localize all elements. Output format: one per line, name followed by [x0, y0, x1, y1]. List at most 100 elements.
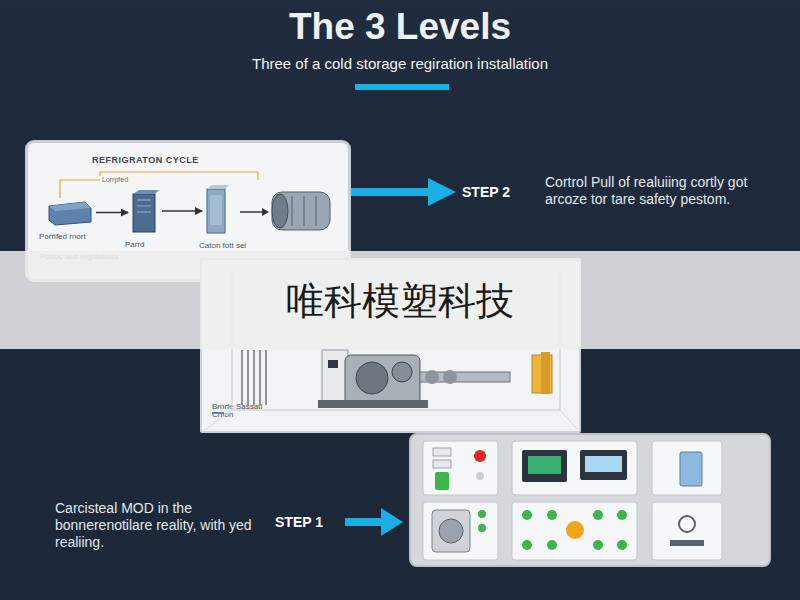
art-part — [566, 521, 584, 539]
art-part — [541, 352, 550, 394]
control-panel-board — [410, 434, 770, 566]
art-part — [253, 350, 255, 405]
art-part — [580, 450, 627, 480]
step-description: Cortrol Pull of realuiing cortly got arc… — [545, 174, 770, 208]
art-part — [435, 472, 449, 490]
art-part — [242, 350, 266, 405]
art-part — [207, 185, 229, 189]
art-part — [328, 360, 338, 368]
art-part — [49, 202, 91, 225]
art-part — [522, 450, 567, 482]
art-part — [381, 508, 403, 536]
art-part — [679, 516, 695, 532]
art-part — [423, 502, 498, 560]
art-part — [137, 212, 151, 213]
art-part — [478, 524, 486, 532]
art-part — [318, 400, 428, 408]
component-icon: Porrifed rnort — [45, 200, 93, 226]
art-part — [137, 206, 151, 207]
title-underline — [355, 84, 449, 90]
art-part — [428, 178, 456, 206]
art-part — [210, 195, 222, 225]
art-part — [512, 502, 637, 560]
art-part — [474, 450, 486, 462]
art-part — [617, 510, 627, 520]
art-part — [292, 196, 293, 226]
art-part — [593, 510, 603, 520]
art-part — [680, 452, 702, 486]
art-part — [392, 362, 412, 382]
cycle-decor-arrow — [240, 208, 269, 216]
step2-arrow — [350, 178, 456, 206]
art-part — [137, 200, 151, 201]
icon-art — [205, 185, 229, 235]
art-part — [316, 196, 317, 226]
watermark: 唯科模塑科技 — [0, 279, 800, 325]
component-label: Brnrfe Sassatl Cnton — [212, 403, 282, 420]
art-part — [356, 362, 388, 394]
art-part — [617, 540, 627, 550]
art-part — [512, 441, 637, 495]
component-label: Porrifed rnort — [39, 232, 86, 241]
icon-art — [45, 200, 93, 226]
art-part — [247, 350, 249, 405]
art-part — [547, 510, 557, 520]
art-part — [522, 510, 532, 520]
condenser-icon — [272, 192, 330, 230]
art-part — [410, 434, 770, 566]
art-part — [60, 180, 100, 198]
art-part — [522, 540, 532, 550]
cycle-note: Lorrpfed — [102, 176, 162, 184]
art-part — [322, 350, 348, 405]
art-part — [560, 410, 578, 430]
component-label: Parrd — [125, 240, 145, 249]
art-part — [345, 518, 383, 526]
art-part — [420, 372, 510, 382]
panel-heading: REFRIGRATON CYCLE — [92, 155, 199, 165]
art-part — [433, 460, 451, 468]
component-icon: Parrd — [131, 190, 159, 234]
art-part — [432, 510, 470, 552]
cycle-loop-line — [60, 172, 258, 198]
art-part — [345, 355, 420, 405]
art-part — [259, 350, 261, 405]
art-part — [272, 192, 330, 230]
art-part — [272, 194, 288, 228]
art-part — [133, 190, 159, 194]
step-label: STEP 2 — [462, 184, 542, 201]
art-part — [593, 540, 603, 550]
art-part — [443, 370, 457, 384]
art-part — [476, 472, 484, 480]
art-part — [652, 441, 722, 495]
main-title: The 3 Levels — [0, 6, 800, 48]
art-part — [652, 502, 722, 560]
art-part — [262, 208, 269, 216]
art-part — [49, 202, 91, 211]
step-description: Carcisteal MOD in the bonnerenotilare re… — [55, 500, 270, 550]
component-icon: Caton fott sel — [205, 185, 229, 235]
art-part — [265, 350, 267, 405]
label-leader — [212, 412, 224, 414]
art-part — [205, 410, 232, 430]
art-part — [528, 456, 561, 474]
art-part — [425, 370, 439, 384]
art-part — [241, 350, 243, 405]
art-part — [585, 456, 622, 472]
art-part — [547, 540, 557, 550]
art-part — [478, 510, 486, 518]
art-part — [304, 196, 305, 226]
flow-arrow — [96, 212, 128, 214]
step1-arrow — [345, 508, 403, 536]
art-part — [133, 194, 155, 232]
art-part — [439, 519, 463, 543]
art-part — [350, 188, 430, 196]
art-part — [423, 441, 498, 495]
art-part — [433, 448, 451, 456]
component-label: Caton fott sel — [199, 241, 246, 250]
art-part — [207, 189, 225, 233]
art-part — [532, 355, 552, 393]
flow-arrow — [162, 210, 202, 212]
step-label: STEP 1 — [275, 514, 345, 531]
art-part — [670, 540, 704, 546]
subtitle: Three of a cold storage regiration insta… — [0, 55, 800, 73]
